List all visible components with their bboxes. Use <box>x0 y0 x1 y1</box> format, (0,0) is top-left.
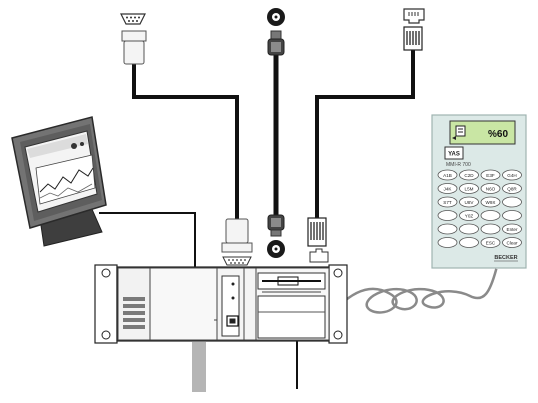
pendant-key-cap[interactable] <box>502 183 522 194</box>
pendant-key[interactable] <box>437 223 458 235</box>
pendant-key-label: Y0Z <box>465 214 474 219</box>
cpu-module <box>216 267 245 341</box>
pendant-key-cap[interactable] <box>480 223 501 235</box>
brand-logo <box>444 146 464 160</box>
brand-label: BECKER <box>494 255 517 261</box>
pendant-key-cap[interactable] <box>459 196 479 208</box>
pendant-key-cap[interactable] <box>502 237 522 248</box>
model-label: MMI-R 700 <box>446 162 471 168</box>
pendant-key-cap[interactable] <box>437 196 458 208</box>
pendant-key[interactable]: Y0Z <box>459 210 479 221</box>
pendant-key[interactable]: Enter <box>502 223 522 235</box>
pendant-key-cap[interactable] <box>437 183 458 194</box>
bnc-plug-bottom <box>267 214 285 258</box>
pendant-key-cap[interactable] <box>459 210 479 221</box>
io-bay <box>255 267 330 341</box>
bnc-plug-top <box>267 30 285 56</box>
ethernet-cable <box>315 48 415 220</box>
monitor-cable <box>99 212 196 268</box>
keypad: A1B C2D E3F G4H J4K L5M N6O Q8R S7T U8V W9X Y0Z Ente… <box>437 169 522 248</box>
pendant-key-label: Clear <box>507 241 518 246</box>
pendant-key-cap[interactable] <box>480 237 501 248</box>
pendant-key[interactable]: G4H <box>502 169 522 181</box>
pendant-key-label: G4H <box>507 173 516 178</box>
serial-plug-bottom <box>221 218 253 266</box>
pendant-key[interactable]: Q8R <box>502 183 522 194</box>
pendant-key[interactable]: Clear <box>502 237 522 248</box>
rj45-plug-bottom <box>307 217 329 263</box>
pendant-key-cap[interactable] <box>459 237 479 248</box>
pendant-key[interactable] <box>437 237 458 248</box>
pendant-key-label: S7T <box>443 200 452 205</box>
pendant-key-cap[interactable] <box>480 196 501 208</box>
pendant-key[interactable]: S7T <box>437 196 458 208</box>
pendant-key-label: Enter <box>507 227 518 232</box>
pendant-key-cap[interactable] <box>459 183 479 194</box>
pendant-key[interactable]: U8V <box>459 196 479 208</box>
pendant-key-cap[interactable] <box>502 223 522 235</box>
pendant-key-cap[interactable] <box>437 210 458 221</box>
pendant-key-cap[interactable] <box>437 169 458 181</box>
pendant-key[interactable]: J4K <box>437 183 458 194</box>
pendant-key[interactable]: ESC <box>480 237 501 248</box>
pendant-key[interactable] <box>502 210 522 221</box>
pendant-key-cap[interactable] <box>459 223 479 235</box>
pendant-key[interactable]: A1B <box>437 169 458 181</box>
pendant-key[interactable] <box>459 237 479 248</box>
bnc-port-icon <box>267 8 285 26</box>
pendant-key-cap[interactable] <box>480 169 501 181</box>
pendant-key-label: J4K <box>444 187 453 192</box>
pendant-key-label: W9X <box>486 200 496 205</box>
vent-module <box>117 267 151 341</box>
pendant-key-cap[interactable] <box>437 223 458 235</box>
display-value: %60 <box>488 129 508 140</box>
cables <box>99 48 498 392</box>
pendant-key-label: A1B <box>443 173 452 178</box>
pendant-key-cap[interactable] <box>502 169 522 181</box>
logo-text: YAS <box>448 152 460 158</box>
pendant-key-cap[interactable] <box>480 210 501 221</box>
serial-cable <box>132 62 239 222</box>
rack-controller <box>94 264 348 344</box>
pendant-key[interactable] <box>480 210 501 221</box>
touch-monitor <box>11 116 107 247</box>
blank-panel <box>149 267 218 341</box>
pendant-key-cap[interactable] <box>480 183 501 194</box>
pendant-key-label: Q8R <box>507 187 517 192</box>
pendant-key[interactable]: E3F <box>480 169 501 181</box>
pendant-key-label: U8V <box>465 200 475 205</box>
pendant-key-label: C2D <box>464 173 474 178</box>
pendant-key-label: L5M <box>465 187 474 192</box>
pendant-display: %60 <box>449 120 516 145</box>
pendant-key-label: ESC <box>486 241 496 246</box>
pendant-key[interactable]: C2D <box>459 169 479 181</box>
pendant-key[interactable] <box>459 223 479 235</box>
power-cable <box>192 342 206 392</box>
monitor-screen <box>24 130 98 213</box>
pendant-key[interactable] <box>437 210 458 221</box>
rj45-port-icon <box>403 8 425 24</box>
pendant-key-cap[interactable] <box>437 237 458 248</box>
pendant-key[interactable]: N6O <box>480 183 501 194</box>
pendant-key[interactable]: W9X <box>480 196 501 208</box>
pendant-key-label: E3F <box>486 173 495 178</box>
pendant-key[interactable] <box>480 223 501 235</box>
pendant-cable <box>338 268 498 314</box>
serial-port-icon <box>120 13 146 25</box>
pendant-key-cap[interactable] <box>459 169 479 181</box>
pendant-key[interactable]: L5M <box>459 183 479 194</box>
pendant-key-cap[interactable] <box>502 196 522 208</box>
handheld-pendant: %60 YAS MMI-R 700 A1B C2D E3F G4H J4K L5M N6O Q… <box>431 114 527 269</box>
rj45-plug-top <box>403 26 423 51</box>
pendant-key-label: N6O <box>486 187 496 192</box>
pendant-key[interactable] <box>502 196 522 208</box>
serial-plug-top <box>121 30 147 65</box>
pendant-key-cap[interactable] <box>502 210 522 221</box>
